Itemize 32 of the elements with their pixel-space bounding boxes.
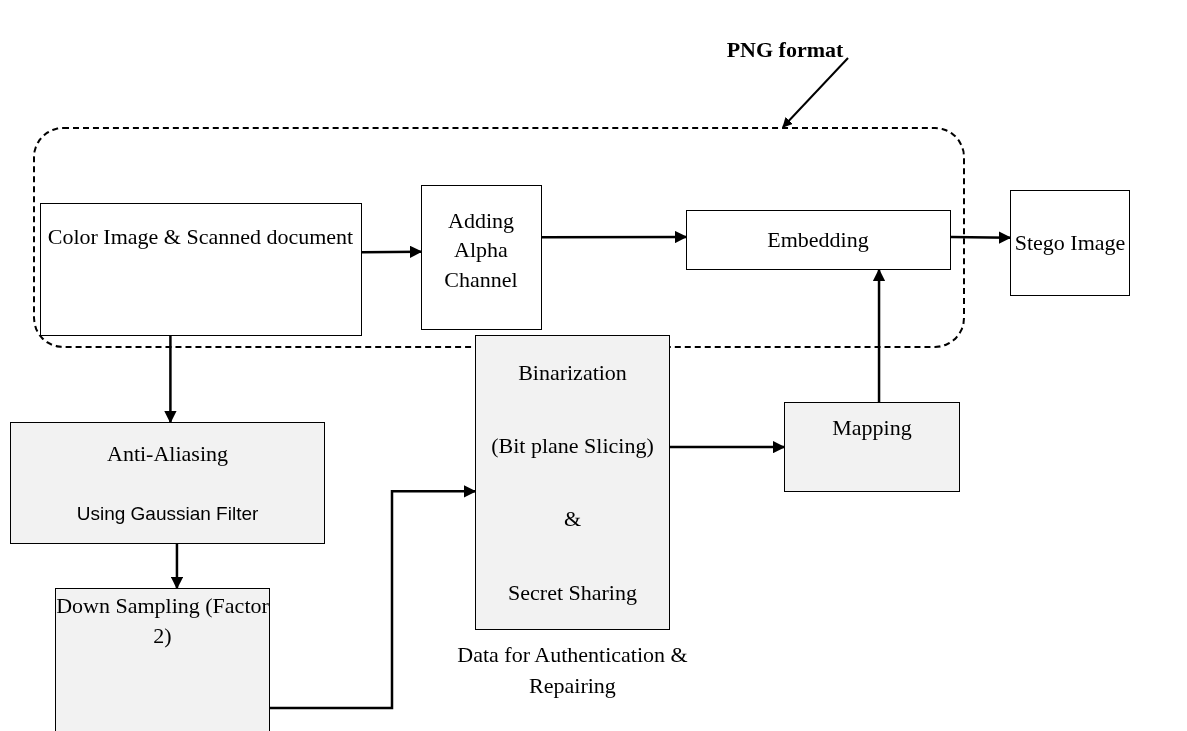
process-box <box>39 202 362 336</box>
box-text: Secret Sharing <box>508 578 637 607</box>
process-box <box>685 209 951 270</box>
box-text: Color Image & Scanned document <box>47 222 354 251</box>
box-text: (Bit plane Slicing) <box>491 432 654 461</box>
note-text: Data for Authentication & Repairing <box>456 641 689 700</box>
box-text: & <box>563 505 582 534</box>
dashed-group-boundary <box>33 127 965 348</box>
process-box <box>784 402 960 492</box>
box-text: Using Gaussian Filter <box>76 502 259 527</box>
arrow <box>670 440 786 454</box>
box-text: Mapping <box>832 414 912 442</box>
box-text: Down Sampling (Factor 2) <box>56 592 269 650</box>
process-box <box>55 588 270 731</box>
box-text: Anti-Aliasing <box>107 440 228 469</box>
box-text: Embedding <box>767 225 869 254</box>
arrow <box>270 485 477 710</box>
process-box <box>10 422 325 544</box>
arrow <box>872 268 886 402</box>
arrow <box>542 230 688 244</box>
arrow <box>170 544 184 590</box>
arrow <box>164 336 177 424</box>
box-text: Adding Alpha Channel <box>443 206 519 294</box>
arrow <box>782 57 849 128</box>
annotation-text: PNG format <box>700 32 870 68</box>
box-text: Stego Image <box>1014 229 1126 258</box>
process-box <box>420 184 542 330</box>
box-text: Binarization <box>518 358 627 387</box>
process-box <box>1010 190 1130 296</box>
arrow <box>362 245 423 259</box>
process-box <box>475 335 670 630</box>
arrow <box>951 231 1012 244</box>
